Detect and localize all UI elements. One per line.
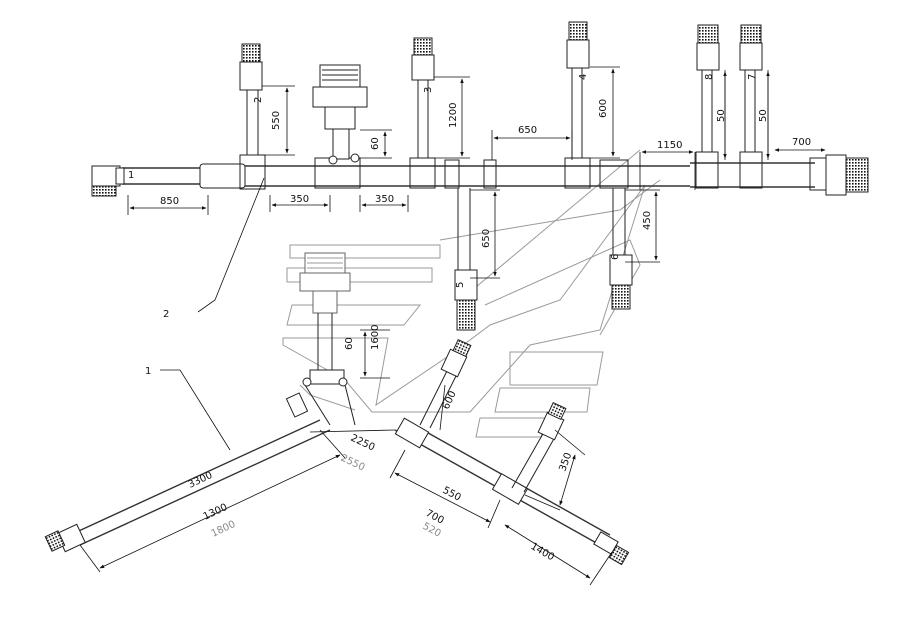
connector-number: 6 <box>610 254 621 260</box>
connector-number: 5 <box>455 282 466 288</box>
ground-stud-icon <box>312 64 368 165</box>
background-plates <box>282 149 661 438</box>
dim-350: 350 <box>557 451 574 473</box>
drop-connector-8 <box>696 24 720 152</box>
dim-650: 650 <box>518 125 537 136</box>
connector-number: 3 <box>423 87 434 93</box>
dim-650: 650 <box>481 229 492 248</box>
connector-number: 2 <box>253 97 264 103</box>
dim-350: 350 <box>375 194 394 205</box>
connector-number: 4 <box>578 74 589 80</box>
connector-number: 8 <box>704 74 715 80</box>
dim-1150: 1150 <box>657 140 682 151</box>
drop-connector-6 <box>609 188 633 310</box>
dim-3300: 3300 <box>187 470 215 491</box>
drop-connector-2 <box>239 43 263 155</box>
connector-number: 1 <box>128 170 134 181</box>
connector-plug-icon <box>91 165 125 197</box>
dim-50: 50 <box>716 109 727 122</box>
drop-connector-4 <box>566 21 590 158</box>
lower-dimension-lines <box>79 329 613 586</box>
lower-harness <box>44 252 630 566</box>
dim-450: 450 <box>642 211 653 230</box>
dim-700: 700 <box>792 137 811 148</box>
dim-1200: 1200 <box>448 103 459 128</box>
dim-600: 600 <box>441 389 459 411</box>
callout-leader <box>197 177 265 313</box>
drop-connector-3 <box>411 37 435 158</box>
dim-1400: 1400 <box>529 541 557 563</box>
dim-850: 850 <box>160 196 179 207</box>
dim-550: 550 <box>441 485 463 504</box>
top-dimension-lines <box>127 66 826 279</box>
dim-350: 350 <box>290 194 309 205</box>
dim-60: 60 <box>370 137 381 150</box>
dim-60: 60 <box>344 337 355 350</box>
callout-label: 2 <box>163 309 169 320</box>
connector-number: 7 <box>747 74 758 80</box>
dim-2550: 2550 <box>339 453 367 474</box>
main-trunk <box>122 151 827 191</box>
dim-1600: 1600 <box>370 325 381 350</box>
dim-600: 600 <box>598 99 609 118</box>
dim-1300: 1300 <box>202 502 230 523</box>
dim-1800: 1800 <box>210 519 238 540</box>
drop-connector-7 <box>739 24 763 152</box>
dim-50: 50 <box>758 109 769 122</box>
dim-550: 550 <box>271 111 282 130</box>
callout-leader <box>160 369 231 451</box>
main-connector-icon <box>825 154 869 196</box>
dim-2250: 2250 <box>349 433 377 454</box>
drop-connector-5 <box>454 188 478 331</box>
callout-label: 1 <box>145 366 151 377</box>
